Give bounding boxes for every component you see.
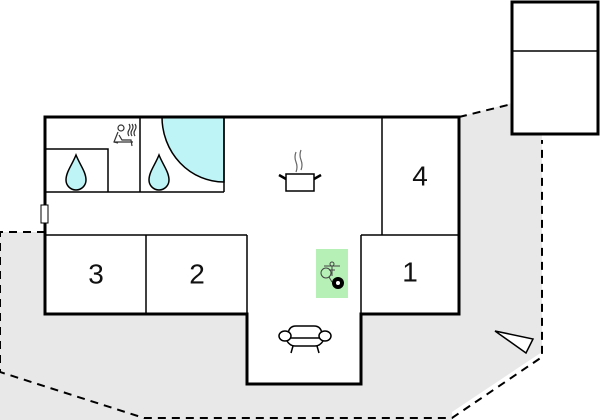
sauna-icon (113, 123, 137, 147)
water-drop-icon (65, 152, 87, 191)
door-marker-icon[interactable] (40, 204, 49, 224)
main-building (45, 117, 459, 384)
sofa-icon (278, 325, 332, 354)
outbuilding (510, 0, 600, 136)
cooking-pot-icon (278, 149, 322, 192)
room-4-label: 4 (412, 161, 428, 192)
table-tennis-billiards-icon (316, 249, 348, 298)
triangle-pointer-icon (494, 330, 535, 355)
inner-walls (45, 117, 459, 314)
room-1-label: 1 (402, 257, 418, 288)
room-3-label: 3 (88, 259, 104, 290)
room-2-label: 2 (189, 259, 205, 290)
terrace (0, 103, 543, 420)
outer-walls (43, 115, 461, 386)
whirlpool (161, 116, 225, 183)
water-drop-icon (148, 152, 170, 191)
